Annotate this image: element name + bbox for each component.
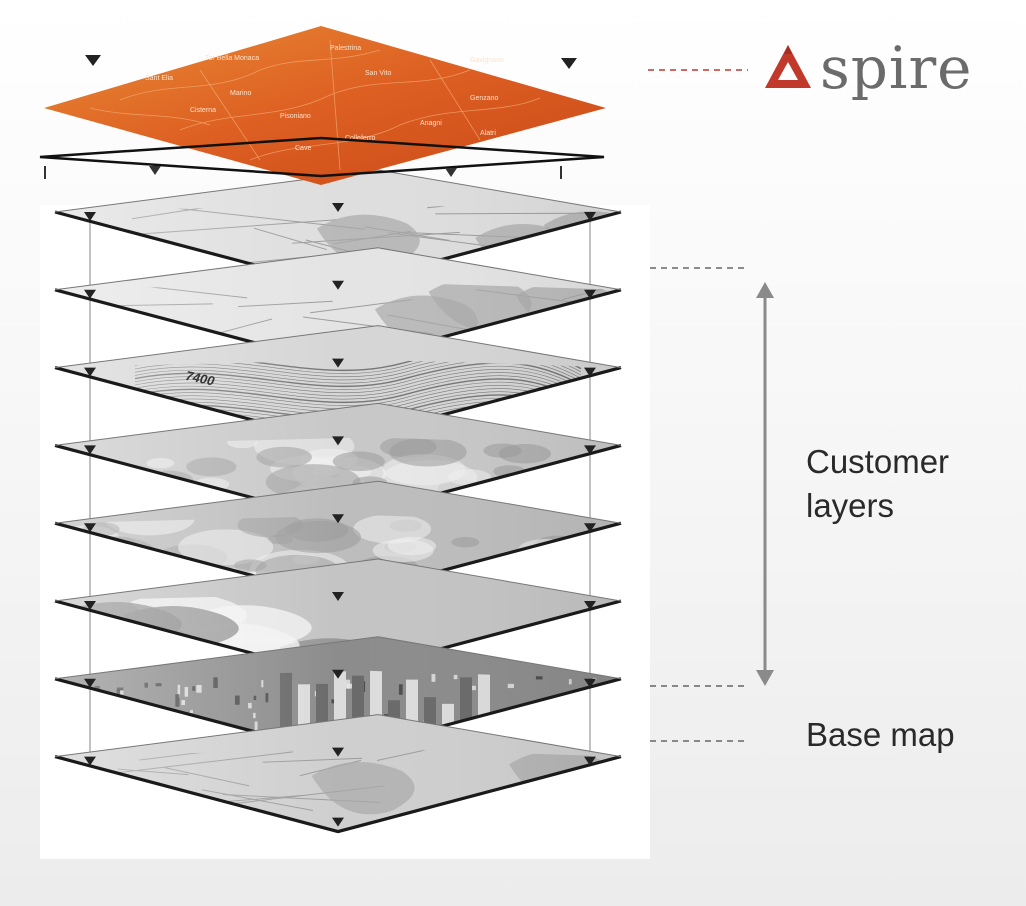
spire-brand: spire [762,28,973,108]
down-arrow-marker-icon [584,367,596,377]
weather-layer-plane [44,26,606,185]
weather-place-label: Tor Bella Monaca [205,55,259,62]
weather-marker-right-icon [561,58,577,69]
weather-layer-roads [89,39,541,171]
down-arrow-marker-icon [332,817,344,827]
down-arrow-marker-icon [584,289,596,299]
customer-layers-range-arrow-icon [756,282,774,686]
down-arrow-marker-icon [584,601,596,610]
weather-place-label: Gavignano [470,57,504,64]
down-arrow-marker-icon [84,212,96,221]
weather-place-label: Pisoniano [280,113,311,120]
down-arrow-marker-icon [332,514,344,524]
weather-place-label: Marino [230,90,252,97]
weather-place-label: Genzano [470,95,499,102]
down-arrow-marker-icon [84,289,96,299]
down-arrow-marker-icon [332,203,344,212]
down-arrow-marker-icon [84,678,96,688]
down-arrow-marker-icon [84,756,96,766]
weather-place-label: Colleferro [345,135,375,142]
weather-place-label: Cave [295,145,311,152]
weather-layer-frame [39,136,605,178]
weather-place-label: Cisterna [190,107,216,114]
down-arrow-marker-icon [584,523,596,533]
down-arrow-marker-icon [332,592,344,601]
down-arrow-marker-icon [332,747,344,757]
down-arrow-marker-icon [584,756,596,766]
customer-layers-label-line2: layers [806,487,895,524]
down-arrow-marker-icon [332,669,344,679]
down-arrow-marker-icon [84,445,96,455]
down-arrow-marker-icon [332,280,344,290]
spire-wordmark: spire [820,34,973,102]
customer-layers-label: Customer layers [806,440,1006,528]
weather-place-label: Anagni [420,120,442,127]
weather-place-label: Alatri [480,130,496,137]
legend-annotations [648,69,774,742]
down-arrow-marker-icon [84,601,96,610]
customer-layers-label-line1: Customer [806,443,950,480]
down-arrow-marker-icon [584,678,596,688]
weather-place-label: Palestrina [330,45,361,52]
down-arrow-marker-icon [332,358,344,368]
down-arrow-marker-icon [584,445,596,455]
weather-place-label: Sant Elia [145,75,173,82]
spire-logo-icon [765,45,811,88]
weather-place-label: San Vito [365,70,391,77]
down-arrow-marker-icon [332,436,344,446]
contour-elevation-label: 7400 [184,368,216,389]
down-arrow-marker-icon [84,523,96,533]
down-arrow-marker-icon [84,367,96,377]
down-arrow-marker-icon [584,212,596,221]
weather-marker-left-icon [85,55,101,66]
base-map-label: Base map [806,716,955,753]
layer-edge [54,755,622,834]
